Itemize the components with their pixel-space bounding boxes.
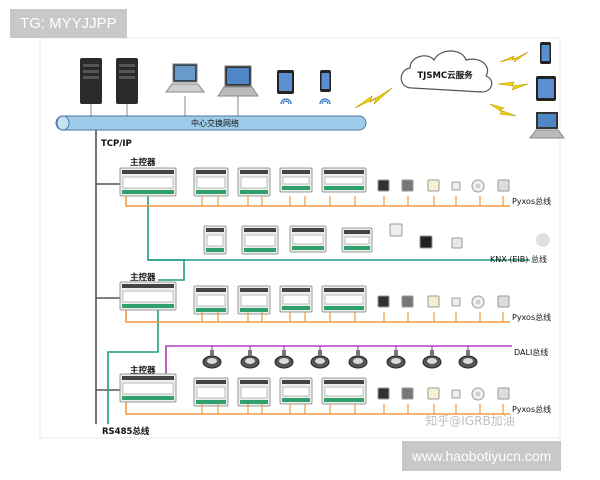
downlight-icon <box>310 350 330 369</box>
cloud-label: TJSMC云服务 <box>417 70 473 81</box>
phone-icon <box>320 70 331 92</box>
wall-panel-icon <box>451 389 461 399</box>
din-module-icon <box>279 377 313 405</box>
wall-panel-icon <box>389 223 403 237</box>
wall-panel-icon <box>419 235 433 249</box>
wall-panel-icon <box>401 387 414 400</box>
controller-label-3: 主控器 <box>130 365 156 376</box>
din-module-icon <box>241 225 279 255</box>
pyxos-bus-2 <box>125 310 510 323</box>
backbone-label: 中心交换网络 <box>191 118 239 128</box>
wall-panel-icon <box>451 297 461 307</box>
wall-panel-icon <box>377 295 390 308</box>
controller-label-2: 主控器 <box>130 272 156 283</box>
tablet-icon <box>277 70 294 94</box>
pyxos-bus-3-label: Pyxos总线 <box>512 404 551 414</box>
module-row-2 <box>119 281 510 322</box>
downlight-icon <box>240 350 260 369</box>
wall-panel-icon <box>427 387 440 400</box>
din-module-icon <box>321 377 367 405</box>
downlight-icon <box>348 350 368 369</box>
pyxos-bus-1-label: Pyxos总线 <box>512 196 551 206</box>
din-module-icon <box>193 167 229 197</box>
wall-panel-icon <box>451 237 463 249</box>
downlight-icon <box>386 350 406 369</box>
controller-module <box>119 281 177 311</box>
module-row-knx <box>203 223 463 255</box>
din-module-icon <box>279 285 313 313</box>
module-row-3 <box>119 373 510 414</box>
pyxos-bus-2-label: Pyxos总线 <box>512 312 551 322</box>
wall-panel-icon <box>427 179 440 192</box>
din-module-icon <box>193 377 229 407</box>
sensor-icon <box>471 295 485 309</box>
sensor-icon <box>471 387 485 401</box>
rs485-label: RS485总线 <box>102 426 150 437</box>
din-module-icon <box>237 167 271 197</box>
pyxos-bus-1 <box>125 196 510 207</box>
downlight-icon <box>274 350 294 369</box>
backbone-tube <box>55 115 367 131</box>
knx-bus-label: KNX (EIB) 总线 <box>490 254 547 264</box>
module-row-1 <box>119 167 510 206</box>
downlight-icon <box>458 350 478 369</box>
wall-panel-icon <box>427 295 440 308</box>
backbone-drop-lines <box>90 96 239 116</box>
tcpip-label: TCP/IP <box>101 139 132 149</box>
din-module-icon <box>279 167 313 193</box>
laptop-icon <box>529 112 565 139</box>
din-module-icon <box>203 225 227 255</box>
watermark-top: TG: MYYJJPP <box>10 9 127 38</box>
wall-panel-icon <box>401 179 414 192</box>
watermark-bottom: www.haobotiyucn.com <box>402 441 562 471</box>
din-module-icon <box>321 285 367 313</box>
controller-module <box>119 167 177 197</box>
controller-label-1: 主控器 <box>130 157 156 168</box>
zhihu-watermark: 知乎@IGRB加油 <box>425 414 514 428</box>
lightning-icon <box>354 51 529 117</box>
wall-panel-icon <box>377 387 390 400</box>
laptop-icon <box>217 65 259 97</box>
cloud-icon <box>400 50 493 93</box>
wifi-icon <box>280 98 331 105</box>
wall-panel-icon <box>377 179 390 192</box>
dali-bus-label: DALI总线 <box>514 347 548 357</box>
pyxos-bus-3 <box>125 402 510 415</box>
tablet-icon <box>536 76 556 101</box>
din-module-icon <box>193 285 229 315</box>
downlight-icon <box>202 350 222 369</box>
wall-panel-icon <box>497 387 510 400</box>
din-module-icon <box>237 285 271 315</box>
laptop-icon <box>165 63 205 93</box>
downlight-icon <box>422 350 442 369</box>
server-icon <box>80 58 102 104</box>
din-module-icon <box>321 167 367 193</box>
controller-module <box>119 373 177 403</box>
wall-panel-icon <box>451 181 461 191</box>
din-module-icon <box>341 227 373 253</box>
rs485-bus <box>107 196 530 424</box>
dali-bus <box>165 345 512 378</box>
knx-sensor-icon <box>536 233 550 247</box>
wall-panel-icon <box>401 295 414 308</box>
din-module-icon <box>237 377 271 407</box>
downlight-row-dali <box>202 346 478 369</box>
wall-panel-icon <box>497 179 510 192</box>
din-module-icon <box>289 225 327 253</box>
phone-icon <box>540 42 551 64</box>
server-icon <box>116 58 138 104</box>
wall-panel-icon <box>497 295 510 308</box>
sensor-icon <box>471 179 485 193</box>
